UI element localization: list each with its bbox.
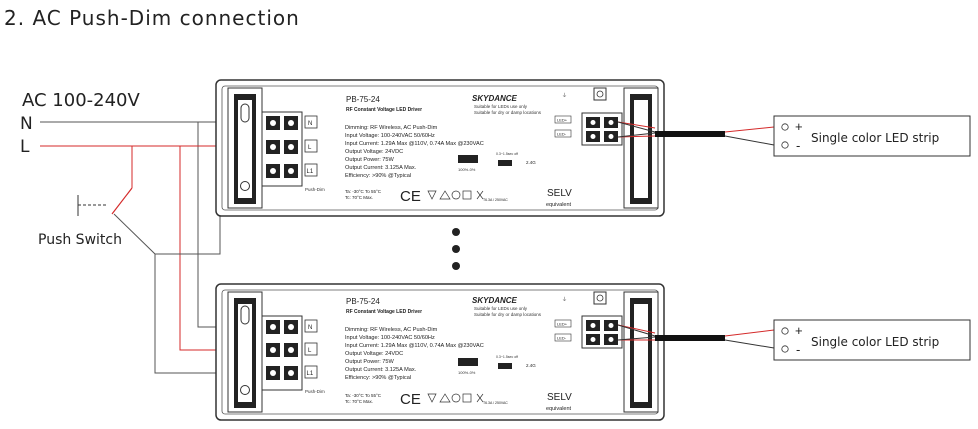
more-drivers-ellipsis [452,228,460,270]
ce-mark-icon: CE [400,188,421,205]
line-n-label: N [20,114,33,134]
line-l-label: L [20,137,30,157]
rf-frequency: 2.4G [526,363,536,368]
temp-tc: Tc: 70°C Max. [345,399,373,404]
selv-label: SELV [547,188,572,199]
brand-logo: SKYDANCE [472,94,518,103]
fuse-rating: T6.3A / 250VAC [483,401,508,405]
strip-minus-label: - [796,138,800,153]
onoff-timing: 0.3~1.5sec off [496,355,518,359]
output-cable-2 [617,324,775,349]
spec-line: Output Voltage: 24VDC [345,351,403,357]
dimming-icon [458,155,478,163]
certification-icons [427,393,484,403]
temp-tc: Tc: 70°C Max. [345,195,373,200]
led-plus-label: LED+ [557,322,568,327]
driver-note-2: Suitable for dry or damp locations [474,312,542,317]
strip-plus-label: + [795,323,803,338]
switch-icon [498,160,512,166]
certification-icons [427,190,484,200]
push-dim-label: Push-Dim [305,187,325,192]
page-title: 2. AC Push-Dim connection [4,6,300,30]
power-label: AC 100-240V [22,90,140,111]
led-plus-label: LED+ [557,118,568,123]
strip-label: Single color LED strip [811,335,939,349]
led-minus-label: LED- [557,132,567,137]
spec-line: Output Power: 75W [345,157,395,163]
spec-line: Output Voltage: 24VDC [345,149,403,155]
temp-ta: Ta: -30°C To 55°C [345,393,382,398]
spec-line: Input Current: 1.29A Max @110V, 0.74A Ma… [345,141,484,147]
dim-range: 100%-0% [458,167,476,172]
driver-subtitle: RF Constant Voltage LED Driver [346,107,422,113]
dimming-icon [458,358,478,366]
spec-line: Dimming: RF Wireless, AC Push-Dim [345,327,438,333]
terminal-n-label: N [308,325,312,331]
driver-unit-2: N L L1 Push-Dim PB-75-24 RF Constant Vol… [215,283,665,421]
ground-icon: ⏚ [562,296,567,303]
switch-label: Push Switch [38,232,122,248]
strip-minus-label: - [796,342,800,357]
selv-equivalent: equivalent [546,202,572,208]
spec-line: Output Current: 3.125A Max. [345,165,417,171]
terminal-l1-label: L1 [307,371,314,377]
output-cable-1 [617,121,775,146]
driver-unit-1: N L L1 Push-Dim PB-75-24 RF Constant Vol… [215,79,665,217]
led-minus-label: LED- [557,336,567,341]
strip-label: Single color LED strip [811,131,939,145]
driver-note-1: Suitable for LEDs use only [474,306,528,311]
dim-range: 100%-0% [458,370,476,375]
driver-model: PB-75-24 [346,297,380,306]
ce-mark-icon: CE [400,391,421,408]
spec-line: Output Current: 3.125A Max. [345,367,417,373]
ground-icon: ⏚ [562,92,567,99]
driver-model: PB-75-24 [346,95,380,104]
push-switch-symbol [77,187,133,216]
driver-subtitle: RF Constant Voltage LED Driver [346,309,422,315]
terminal-l-label: L [308,145,312,151]
fuse-rating: T6.3A / 250VAC [483,198,508,202]
driver-note-2: Suitable for dry or damp locations [474,110,542,115]
driver-note-1: Suitable for LEDs use only [474,104,528,109]
selv-equivalent: equivalent [546,406,572,412]
brand-logo: SKYDANCE [472,296,518,305]
led-strip-2: + - Single color LED strip [773,319,971,361]
spec-line: Dimming: RF Wireless, AC Push-Dim [345,125,438,131]
switch-icon [498,363,512,369]
strip-plus-label: + [795,119,803,134]
spec-line: Efficiency: >90% @Typical [345,173,411,179]
temp-ta: Ta: -30°C To 55°C [345,189,382,194]
selv-label: SELV [547,392,572,403]
spec-line: Efficiency: >90% @Typical [345,375,411,381]
spec-line: Input Voltage: 100-240VAC 50/60Hz [345,133,435,139]
onoff-timing: 0.3~1.5sec off [496,152,518,156]
spec-line: Input Voltage: 100-240VAC 50/60Hz [345,335,435,341]
terminal-l-label: L [308,348,312,354]
terminal-l1-label: L1 [307,169,314,175]
rf-frequency: 2.4G [526,160,536,165]
led-strip-1: + - Single color LED strip [773,115,971,157]
spec-line: Output Power: 75W [345,359,395,365]
push-dim-label: Push-Dim [305,389,325,394]
spec-line: Input Current: 1.29A Max @110V, 0.74A Ma… [345,343,484,349]
terminal-n-label: N [308,121,312,127]
